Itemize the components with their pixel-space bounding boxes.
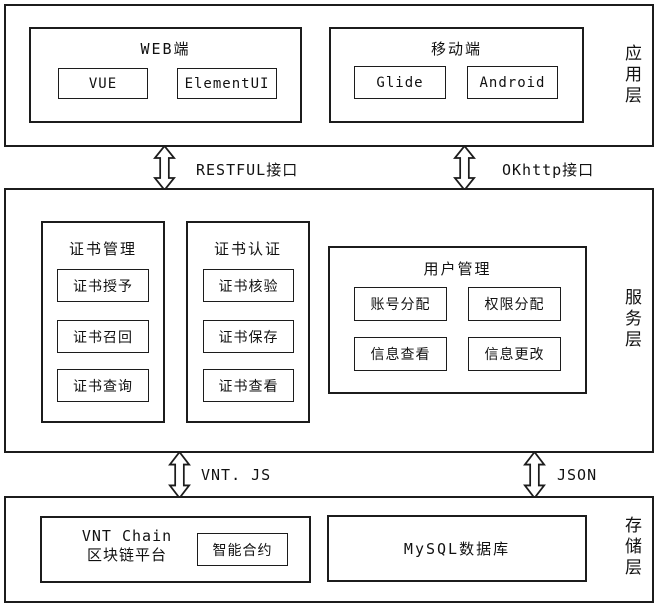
web-group: WEB端 VUE ElementUI	[29, 27, 302, 123]
cert-grant-chip: 证书授予	[57, 269, 149, 302]
vnt-chain-title-line1: VNT Chain	[81, 527, 173, 545]
double-arrow-icon	[523, 451, 546, 499]
service-layer-label: 服务层	[621, 288, 641, 351]
vntjs-label: VNT. JS	[201, 466, 272, 484]
smart-contract-chip: 智能合约	[197, 533, 288, 566]
mobile-group: 移动端 Glide Android	[329, 27, 584, 123]
vue-chip: VUE	[58, 68, 148, 99]
info-change-chip: 信息更改	[468, 337, 561, 371]
info-view-chip: 信息查看	[354, 337, 447, 371]
user-management-group: 用户管理 账号分配 权限分配 信息查看 信息更改	[328, 246, 587, 394]
json-label: JSON	[557, 466, 598, 484]
service-layer: 证书管理 证书授予 证书召回 证书查询 证书认证 证书核验 证书保存 证书查看 …	[4, 188, 654, 453]
okhttp-interface-label: OKhttp接口	[502, 161, 595, 179]
cert-query-chip: 证书查询	[57, 369, 149, 402]
cert-view-chip: 证书查看	[203, 369, 294, 402]
vnt-chain-group: VNT Chain 区块链平台 智能合约	[40, 516, 311, 583]
glide-chip: Glide	[354, 66, 446, 99]
user-management-title: 用户管理	[423, 260, 492, 278]
application-layer-label: 应用层	[621, 44, 641, 107]
certificate-authentication-title: 证书认证	[213, 240, 282, 258]
storage-layer-label: 存储层	[621, 516, 641, 579]
certificate-management-group: 证书管理 证书授予 证书召回 证书查询	[41, 221, 165, 423]
application-layer: WEB端 VUE ElementUI 移动端 Glide Android	[4, 4, 654, 147]
restful-interface-label: RESTFUL接口	[196, 161, 299, 179]
mobile-group-title: 移动端	[430, 40, 482, 58]
permission-assign-chip: 权限分配	[468, 287, 561, 321]
vnt-chain-title: VNT Chain 区块链平台	[52, 527, 202, 565]
double-arrow-icon	[453, 145, 476, 191]
cert-revoke-chip: 证书召回	[57, 320, 149, 353]
elementui-chip: ElementUI	[177, 68, 277, 99]
mysql-database-title: MySQL数据库	[403, 540, 511, 558]
cert-save-chip: 证书保存	[203, 320, 294, 353]
mysql-database-group: MySQL数据库	[327, 515, 587, 582]
vnt-chain-title-line2: 区块链平台	[86, 546, 167, 564]
account-assign-chip: 账号分配	[354, 287, 447, 321]
double-arrow-icon	[153, 145, 176, 191]
android-chip: Android	[467, 66, 558, 99]
web-group-title: WEB端	[140, 40, 191, 58]
certificate-management-title: 证书管理	[68, 240, 137, 258]
cert-verify-chip: 证书核验	[203, 269, 294, 302]
certificate-authentication-group: 证书认证 证书核验 证书保存 证书查看	[186, 221, 310, 423]
double-arrow-icon	[168, 451, 191, 499]
storage-layer: VNT Chain 区块链平台 智能合约 MySQL数据库	[4, 496, 654, 603]
